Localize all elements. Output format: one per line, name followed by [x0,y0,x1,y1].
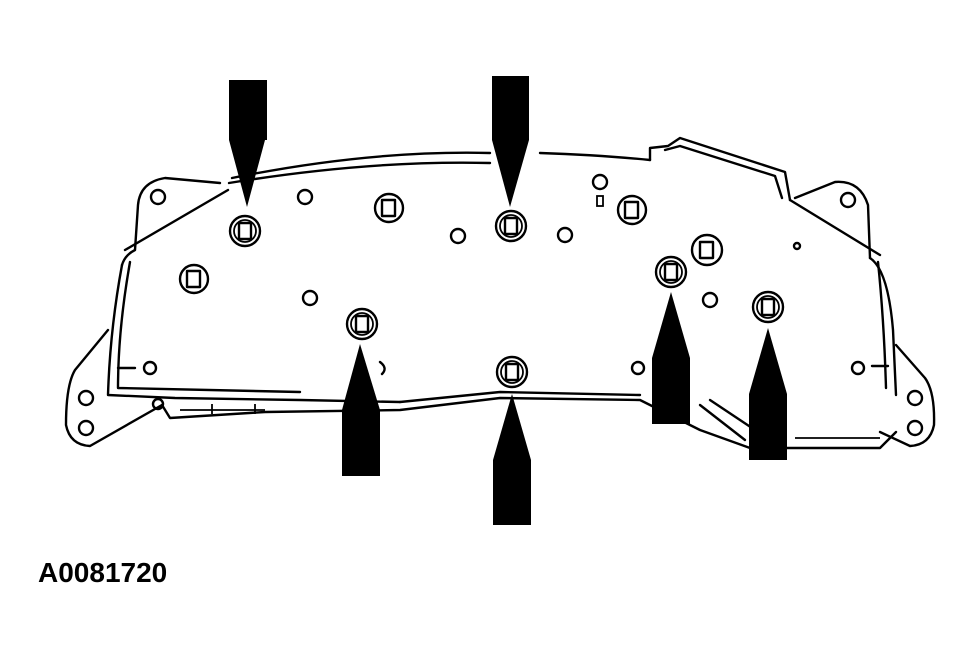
bulb-socket-target [495,355,529,389]
arrow-down-2 [492,76,529,207]
figure-id-label: A0081720 [38,557,168,588]
bulb-socket [690,233,724,267]
mounting-bosses [142,173,866,376]
bulb-socket [373,192,405,224]
cluster-housing-outline [64,136,936,450]
bulb-socket [616,194,648,226]
bulb-socket [178,263,210,295]
bulb-sockets [178,192,785,389]
arrow-up-2 [493,394,531,525]
arrow-up-3 [652,292,690,424]
bulb-socket-target [494,209,528,243]
arrow-up-1 [342,344,380,476]
bulb-socket-target [751,290,785,324]
indicator-arrows [229,76,787,525]
bulb-socket-target [654,255,688,289]
arrow-up-4 [749,328,787,460]
bulb-socket-target [228,214,262,248]
arrow-down-1 [229,80,267,207]
bulb-socket-target [345,307,379,341]
